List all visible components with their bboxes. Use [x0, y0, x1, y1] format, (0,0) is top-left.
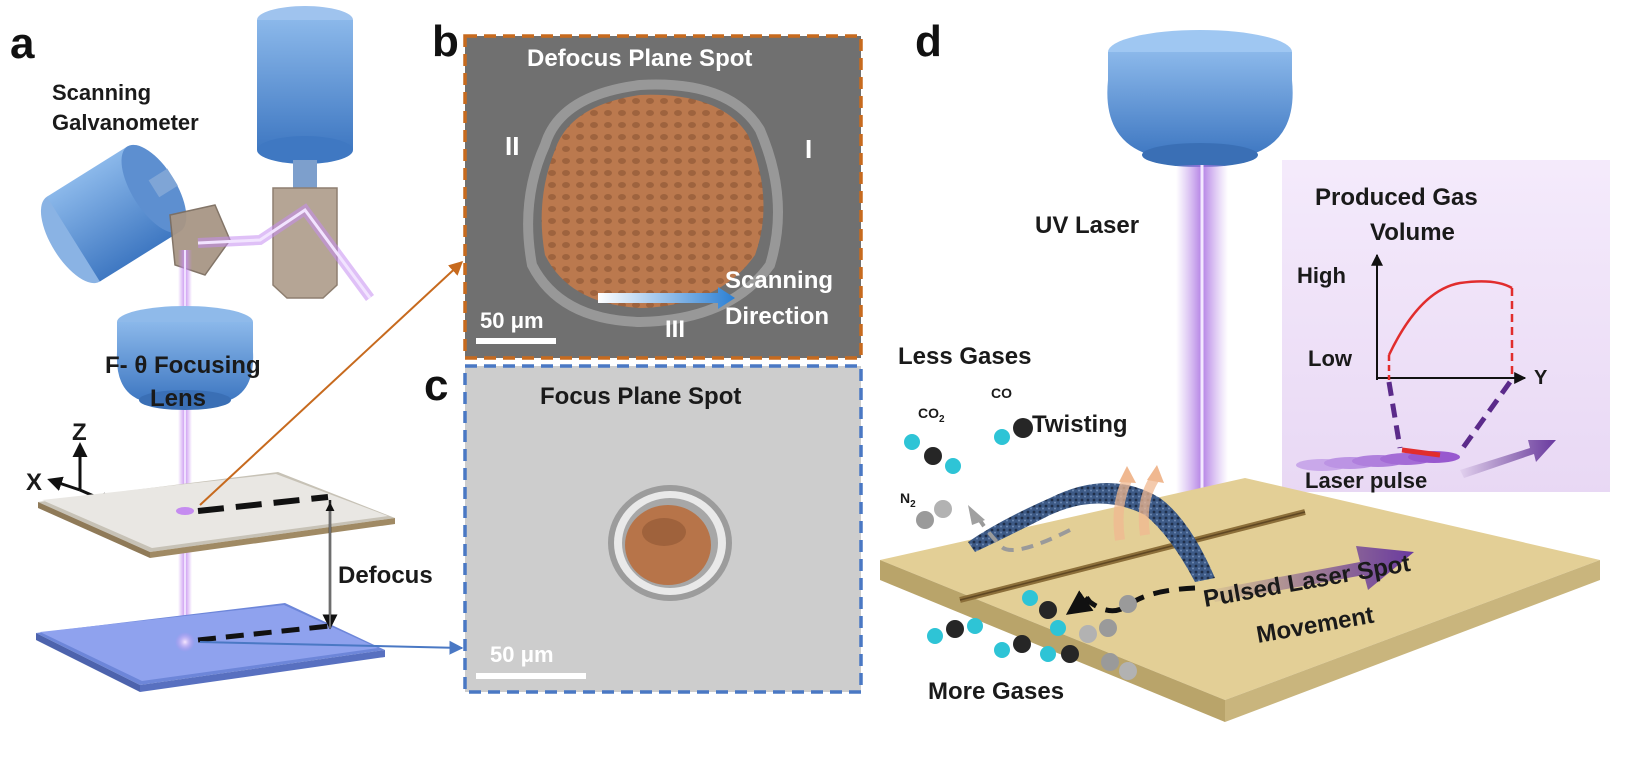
panel-b-label: b [432, 17, 459, 66]
gas-volume-inset: Produced Gas Volume High Low Y Laser pul… [1282, 160, 1610, 493]
more-gases-label: More Gases [928, 678, 1064, 705]
region-3-label: III [665, 316, 685, 343]
panel-a-label: a [10, 19, 35, 68]
inset-title-line2: Volume [1370, 219, 1455, 246]
scalebar-c [476, 673, 586, 679]
scanning-direction-arrow [598, 287, 735, 309]
more-gas-molecules [927, 590, 1137, 680]
gas-plume-arrows [1113, 465, 1164, 541]
n2-molecule-icon [916, 500, 952, 529]
laser-pulse-label: Laser pulse [1305, 468, 1427, 493]
defocus-label: Defocus [338, 562, 433, 589]
panel-d: d UV Laser Produced Gas Volume High Low … [880, 17, 1610, 722]
scanning-label-line2: Direction [725, 303, 829, 330]
co2-label: CO2 [918, 405, 945, 425]
connector-arrow-to-c [199, 640, 464, 655]
scanning-label-line1: Scanning [725, 267, 833, 294]
co-label: CO [991, 385, 1012, 401]
inset-low-label: Low [1308, 346, 1353, 371]
inset-pulse-arrow [1460, 440, 1556, 478]
focus-plane [36, 603, 385, 692]
lens-label-line2: Lens [150, 385, 206, 412]
defocus-plane [38, 472, 395, 558]
twisting-label: Twisting [1032, 411, 1128, 438]
focusing-lens-icon [116, 306, 254, 410]
movement-arrow [1210, 546, 1414, 602]
galvanometer-label-line1: Scanning [52, 80, 151, 105]
gas-volume-curve [1387, 280, 1513, 356]
axis-z-label: Z [72, 419, 87, 446]
galvanometer-label-line2: Galvanometer [52, 110, 199, 135]
focus-spot [608, 485, 732, 601]
inset-axis-y-label: Y [1534, 367, 1548, 389]
focus-title: Focus Plane Spot [540, 383, 741, 410]
n2-label: N2 [900, 490, 916, 510]
less-gases-label: Less Gases [898, 343, 1031, 370]
twisting-strip [968, 483, 1215, 582]
axis-x-label: X [26, 469, 42, 496]
inset-title-line1: Produced Gas [1315, 184, 1478, 211]
defocus-title: Defocus Plane Spot [527, 45, 752, 72]
region-1-label: I [805, 134, 812, 164]
defocus-spot [541, 94, 764, 308]
co-molecule-icon [994, 418, 1033, 445]
scalebar-b [476, 338, 556, 344]
connector-arrow-to-b [199, 261, 464, 506]
uv-laser-icon [1107, 30, 1293, 167]
laser-pulse-stack [1296, 451, 1460, 471]
scalebar-c-label: 50 μm [490, 642, 554, 667]
uv-laser-label: UV Laser [1035, 212, 1139, 239]
panel-d-label: d [915, 17, 942, 66]
panel-b: b Defocus Plane Spot II I III Scanning D… [432, 17, 863, 360]
lens-label-line1: F- θ Focusing [105, 352, 261, 379]
region-2-label: II [505, 131, 519, 161]
panel-c: c Focus Plane Spot 50 μm [424, 361, 863, 694]
scalebar-b-label: 50 μm [480, 308, 544, 333]
panel-a: a [10, 6, 464, 692]
co2-molecule-icon [904, 434, 961, 474]
galvanometer-icon [40, 144, 231, 284]
panel-c-label: c [424, 361, 448, 410]
inset-high-label: High [1297, 263, 1346, 288]
